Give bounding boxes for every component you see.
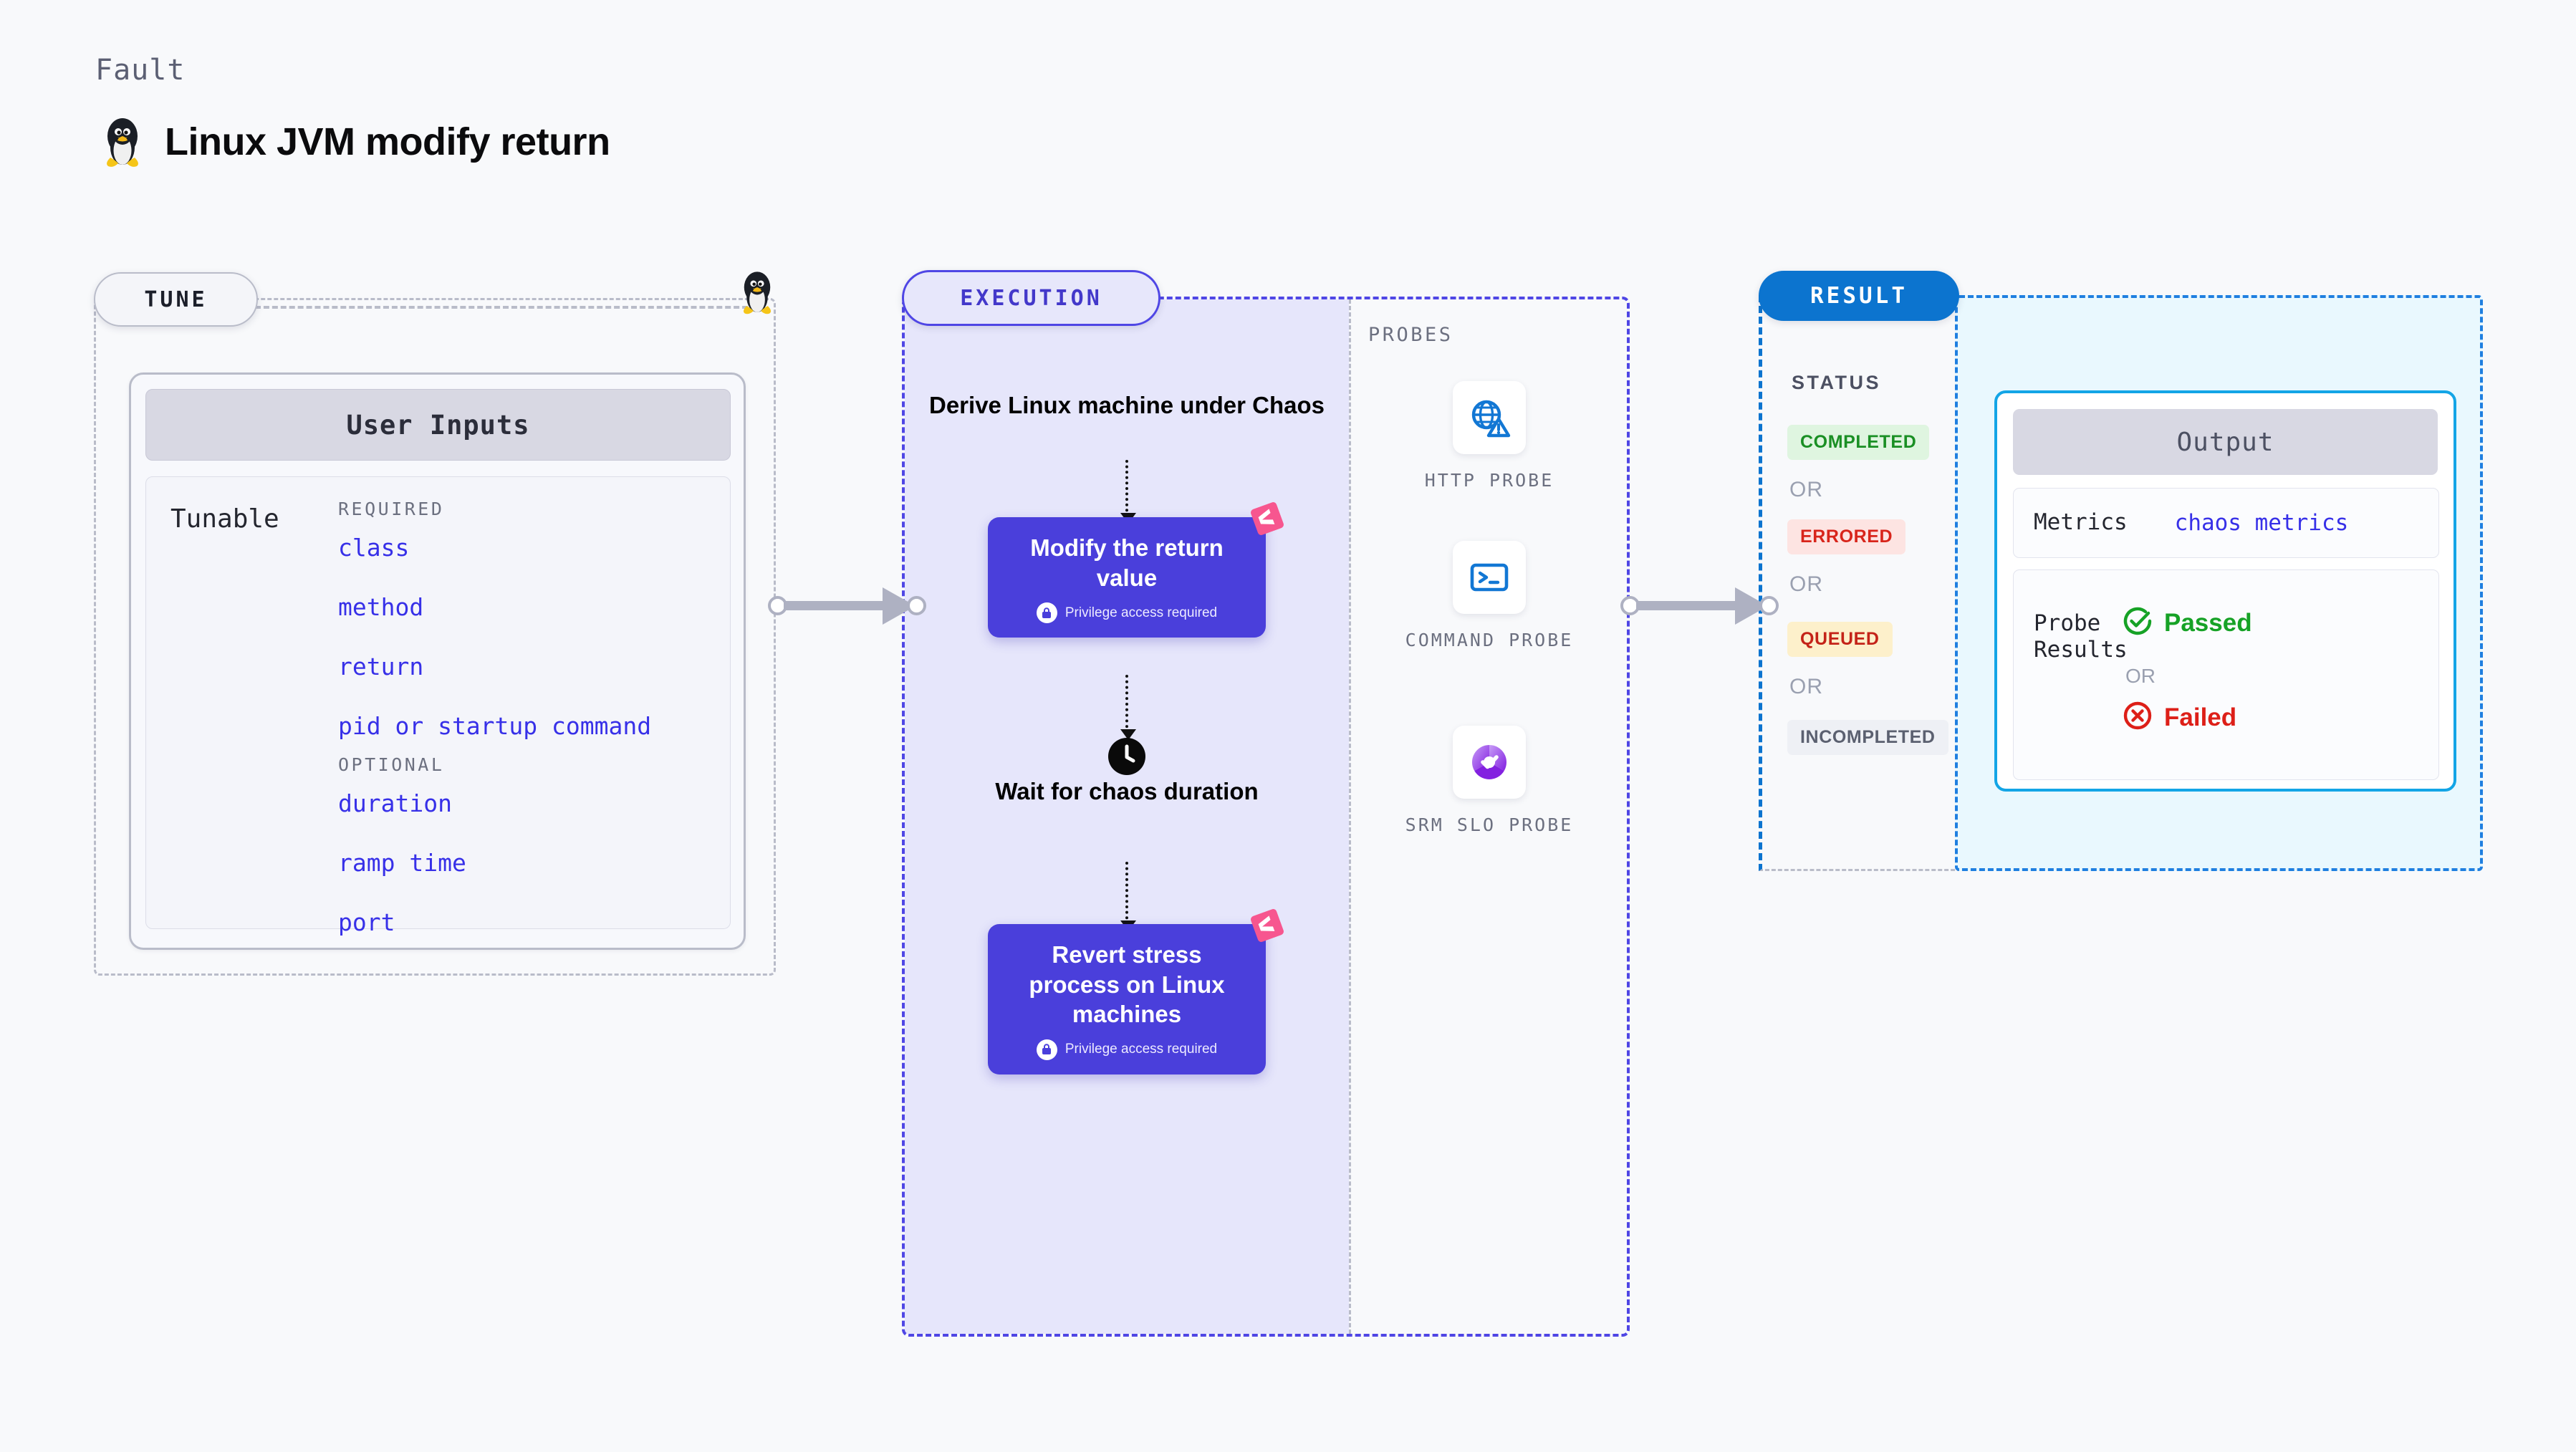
flow-arrow bbox=[1120, 862, 1136, 931]
status-badge-queued: QUEUED bbox=[1787, 622, 1893, 657]
fault-kicker: Fault bbox=[95, 54, 186, 87]
flow-card-modify-return[interactable]: Modify the return value Privilege access… bbox=[988, 502, 1284, 638]
probes-title: PROBES bbox=[1368, 324, 1453, 346]
probe-result-passed: Passed bbox=[2123, 606, 2252, 640]
flow-card-revert-stress[interactable]: Revert stress process on Linux machines … bbox=[988, 909, 1284, 1074]
flow-card-title: Revert stress process on Linux machines bbox=[1029, 941, 1225, 1028]
tunable-label: Tunable bbox=[170, 504, 279, 534]
connector-dot bbox=[1759, 596, 1779, 615]
check-circle-icon bbox=[2123, 606, 2153, 640]
metrics-value[interactable]: chaos metrics bbox=[2174, 510, 2349, 536]
probe-label: HTTP PROBE bbox=[1424, 470, 1554, 491]
group-title-optional: OPTIONAL bbox=[338, 754, 445, 775]
connector-bar bbox=[1636, 601, 1744, 610]
status-title: STATUS bbox=[1792, 372, 1881, 393]
metrics-key: Metrics bbox=[2034, 509, 2128, 536]
terminal-icon bbox=[1453, 541, 1526, 614]
probe-http[interactable]: HTTP PROBE bbox=[1351, 381, 1628, 493]
lock-icon bbox=[1036, 602, 1057, 624]
tunable-item[interactable]: class bbox=[338, 534, 410, 562]
probe-result-failed: Failed bbox=[2123, 701, 2236, 734]
failed-label: Failed bbox=[2164, 703, 2237, 731]
tunable-item[interactable]: pid or startup command bbox=[338, 712, 652, 740]
stage-badge-execution[interactable]: EXECUTION bbox=[902, 270, 1160, 326]
probe-srm-slo[interactable]: SRM SLO PROBE bbox=[1351, 726, 1628, 837]
flow-card-title: Modify the return value bbox=[1030, 534, 1224, 591]
execution-flow: Derive Linux machine under Chaos Modify … bbox=[905, 299, 1349, 1334]
stage-badge-result[interactable]: RESULT bbox=[1759, 271, 1959, 321]
slo-donut-check-icon bbox=[1453, 726, 1526, 799]
probe-command[interactable]: COMMAND PROBE bbox=[1351, 541, 1628, 653]
connector-dot bbox=[907, 596, 926, 615]
privilege-note: Privilege access required bbox=[1036, 1039, 1218, 1060]
page-title: Linux JVM modify return bbox=[165, 120, 610, 163]
status-badge-completed: COMPLETED bbox=[1787, 425, 1930, 460]
tune-region bbox=[94, 298, 776, 976]
privilege-note: Privilege access required bbox=[1036, 602, 1218, 624]
privilege-note-label: Privilege access required bbox=[1064, 605, 1218, 620]
execution-probes-region bbox=[902, 297, 1630, 1337]
probe-label: SRM SLO PROBE bbox=[1405, 814, 1574, 835]
passed-label: Passed bbox=[2164, 608, 2252, 637]
clock-icon bbox=[1108, 738, 1145, 779]
x-circle-icon bbox=[2123, 701, 2153, 734]
globe-warning-icon bbox=[1453, 381, 1526, 454]
group-title-required: REQUIRED bbox=[338, 499, 445, 519]
lock-icon bbox=[1036, 1039, 1057, 1060]
tunable-box: Tunable REQUIRED class method return pid… bbox=[145, 476, 731, 936]
or-separator: OR bbox=[2125, 665, 2156, 687]
tunable-item[interactable]: method bbox=[338, 593, 424, 621]
flow-arrow bbox=[1120, 460, 1136, 524]
flow-step-wait: Wait for chaos duration bbox=[995, 778, 1259, 804]
or-separator: OR bbox=[1789, 675, 1823, 698]
status-badge-incompleted: INCOMPLETED bbox=[1787, 720, 1948, 755]
user-inputs-header: User Inputs bbox=[145, 389, 731, 461]
status-badge-errored: ERRORED bbox=[1787, 519, 1906, 554]
output-header: Output bbox=[2013, 409, 2438, 475]
user-inputs-card: User Inputs Tunable REQUIRED class metho… bbox=[129, 372, 746, 950]
tunable-item[interactable]: duration bbox=[338, 789, 452, 817]
tunable-item[interactable]: ramp time bbox=[338, 849, 466, 877]
connector-bar bbox=[784, 601, 891, 610]
fault-title-row: Linux JVM modify return bbox=[100, 115, 610, 169]
privilege-note-label: Privilege access required bbox=[1064, 1042, 1218, 1057]
chaos-mark-icon bbox=[1249, 500, 1286, 541]
tunable-item[interactable]: port bbox=[338, 908, 395, 936]
connector-probes-to-result bbox=[1620, 587, 1785, 632]
tune-linux-tux-icon bbox=[738, 269, 777, 316]
tune-top-dash-line bbox=[255, 306, 756, 309]
or-separator: OR bbox=[1789, 478, 1823, 501]
stage-badge-tune[interactable]: TUNE bbox=[94, 272, 258, 327]
tunable-item[interactable]: return bbox=[338, 653, 424, 681]
flow-arrow bbox=[1120, 675, 1136, 740]
probes-column: PROBES HTTP PROBE COMMAND PROBE bbox=[1351, 299, 1628, 1334]
flow-step-derive: Derive Linux machine under Chaos bbox=[929, 392, 1325, 418]
linux-tux-icon bbox=[100, 115, 145, 169]
connector-tune-to-execution bbox=[768, 587, 933, 632]
execution-probes-divider bbox=[1349, 299, 1351, 1334]
metrics-row: Metrics chaos metrics bbox=[2013, 488, 2439, 558]
probe-label: COMMAND PROBE bbox=[1405, 630, 1574, 650]
chaos-mark-icon bbox=[1249, 907, 1286, 948]
or-separator: OR bbox=[1789, 572, 1823, 596]
tunable-list: REQUIRED class method return pid or star… bbox=[338, 499, 651, 968]
